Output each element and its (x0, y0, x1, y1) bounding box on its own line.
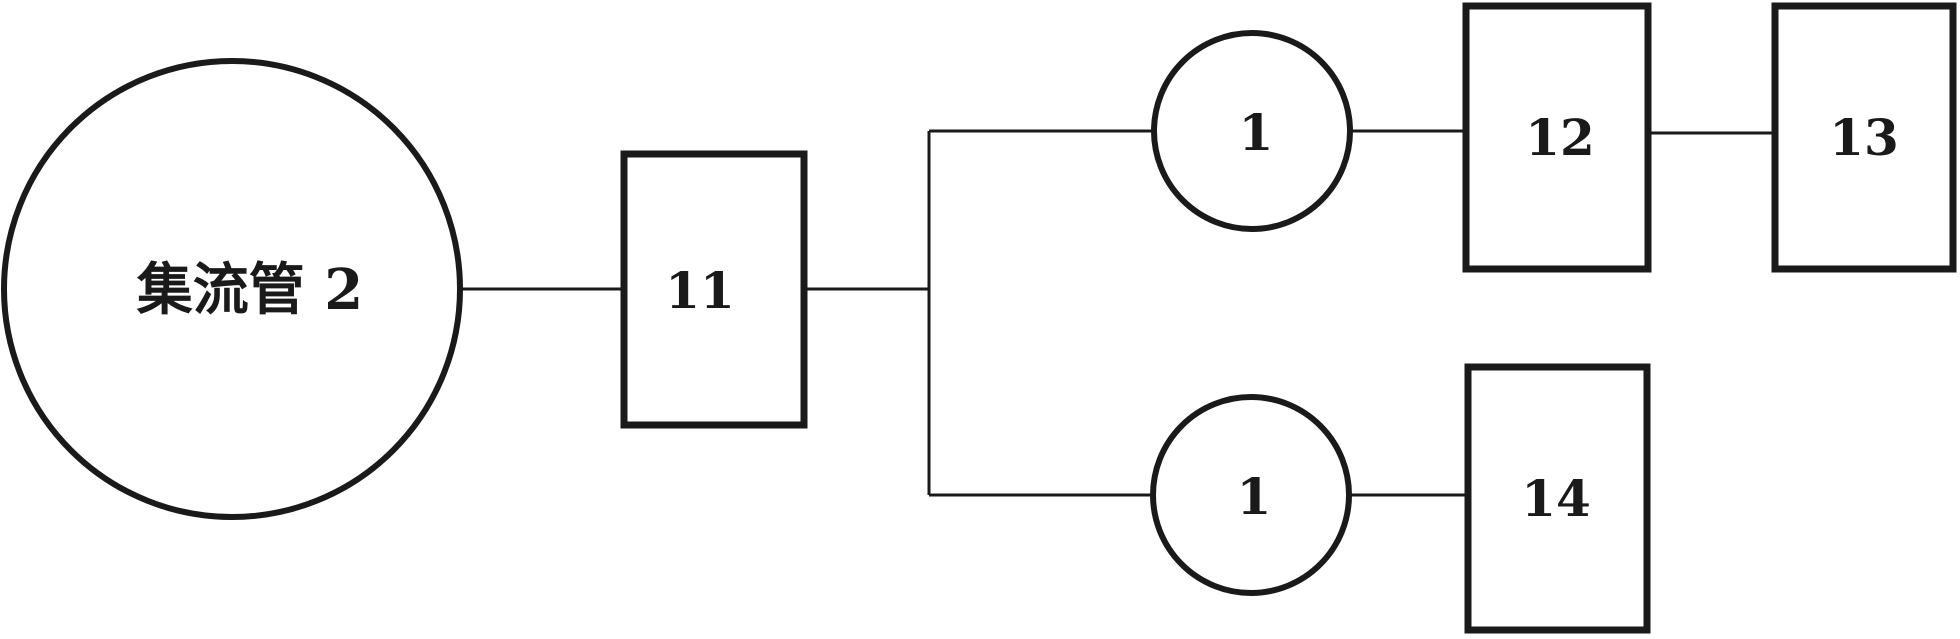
box-13 (1771, 2, 1957, 273)
connector-lines (462, 129, 1773, 497)
box-13-node: 13 (1771, 2, 1957, 273)
valve-bottom-node: 1 (1150, 394, 1352, 596)
box-11-label: 11 (665, 261, 735, 320)
valve-bottom-label: 1 (1237, 467, 1272, 526)
valve-top-circle (1151, 30, 1353, 232)
box-14 (1464, 363, 1651, 634)
box-12-label: 12 (1525, 108, 1595, 167)
box-11 (620, 150, 808, 429)
valve-top-label: 1 (1239, 103, 1274, 162)
box-14-node: 14 (1464, 363, 1651, 634)
header-label: 集流管 2 (136, 257, 363, 323)
valve-top-node: 1 (1151, 30, 1353, 232)
box-14-label: 14 (1521, 469, 1591, 528)
header-circle (1, 58, 463, 520)
valve-bottom-circle (1150, 394, 1352, 596)
box-11-node: 11 (620, 150, 808, 429)
box-12 (1462, 2, 1652, 273)
header-node: 集流管 2 (1, 58, 463, 520)
box-12-node: 12 (1462, 2, 1652, 273)
box-13-label: 13 (1829, 108, 1899, 167)
